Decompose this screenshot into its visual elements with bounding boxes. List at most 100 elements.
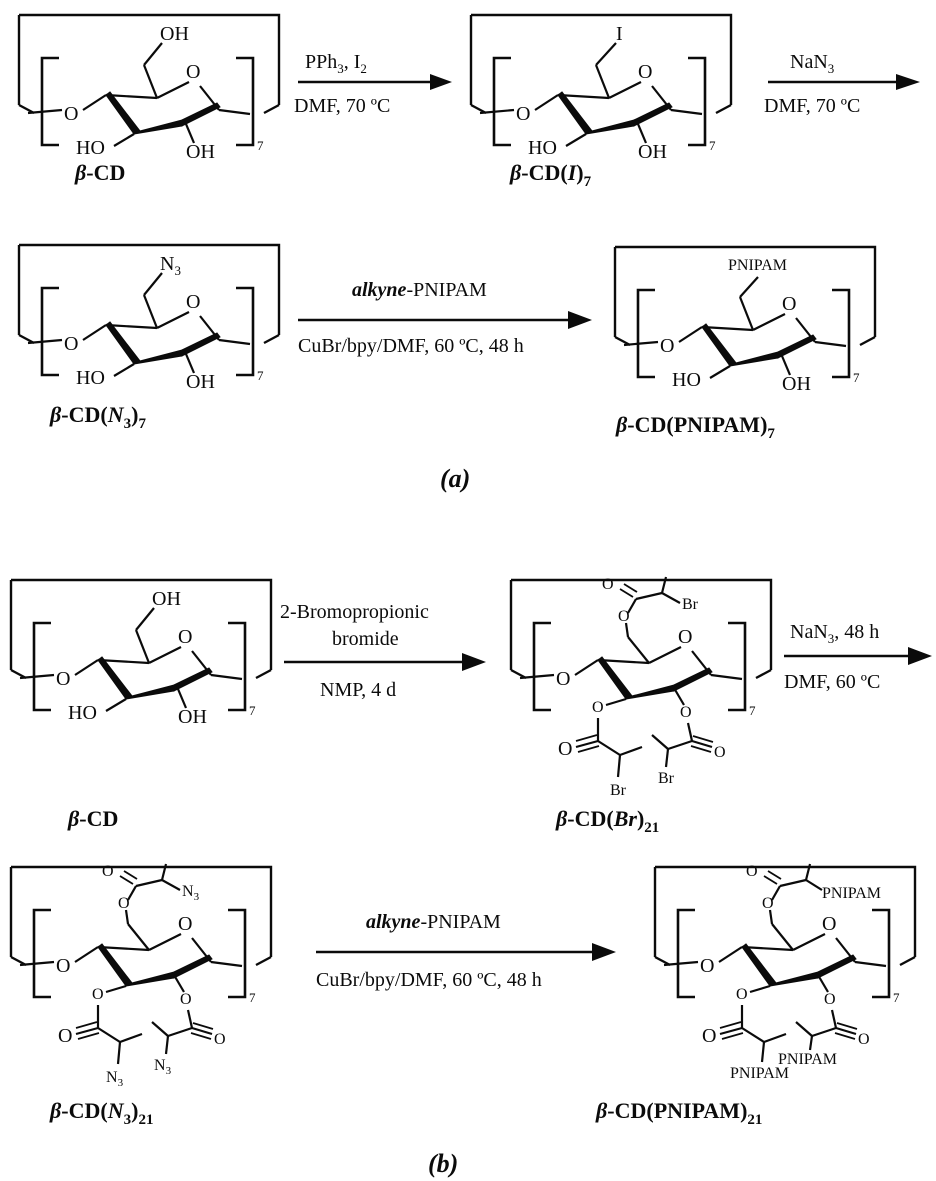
panel-a: 7 O O OH HO OH β-CD: [17, 13, 920, 493]
ring-bond-c5-o5: [608, 81, 642, 99]
ester-group-c6: O O PNIPAM: [746, 863, 881, 951]
ch-azide-bond: [164, 1035, 170, 1055]
ch-methyl-bond: [660, 576, 668, 594]
cmpd-n: N: [107, 1098, 125, 1123]
c6-azide-bond: [143, 272, 163, 296]
c2-oester-bond: [173, 974, 185, 993]
structure-bcd-PNIPAM7: 7 O O PNIPAM HO OH: [613, 245, 877, 395]
ring-bond-c5-o5: [148, 646, 182, 664]
ring-bond-o-c4: [82, 324, 107, 341]
c6-oester-bond: [624, 622, 630, 638]
svg-text:β-CD(N3)7: β-CD(N3)7: [49, 402, 146, 432]
ch-methyl-bond: [651, 734, 669, 750]
glycosidic-bond-right: [218, 338, 251, 346]
primary-hydroxyl-label: OH: [152, 588, 181, 610]
carbonyl-ch-bond: [97, 1027, 121, 1043]
glycosidic-bond-left: [663, 960, 699, 967]
c6-oester-bond: [124, 909, 130, 925]
glycosidic-oxygen-label: O: [660, 335, 674, 357]
oester-carbonyl-bond: [771, 885, 781, 901]
glycosidic-oxygen-label: O: [56, 955, 70, 977]
glycosidic-bond-right: [814, 340, 847, 348]
svg-text:β-CD(I)7: β-CD(I)7: [509, 160, 592, 190]
cmpd-beta: β: [555, 806, 568, 831]
ester-oxygen-label: O: [824, 991, 836, 1008]
panel-b: 7 O O OH HO OH β-CD 2-Bromopropionic: [9, 576, 932, 1178]
ester-group-c6: O O N3: [102, 863, 200, 951]
cmpd-cd: -CD: [607, 1098, 646, 1123]
left-bracket: [636, 288, 655, 379]
ch-methyl-bond: [795, 1021, 813, 1037]
cond-solvent-a1: DMF, 70 ºC: [294, 95, 390, 117]
structure-bcd-Br21: 7 O O O O Br: [509, 576, 773, 799]
compound-label-bcd-PNIPAM7: β-CD(PNIPAM)7: [615, 412, 775, 442]
cd-outer-box: [469, 13, 733, 105]
cmpd-beta: β: [595, 1098, 608, 1123]
structure-bcd-PNIPAM21: 7 O O O O PNIPAM: [653, 863, 917, 1082]
cond-nan3-sub: 3: [828, 631, 835, 646]
glycosidic-bond-left: [479, 108, 515, 115]
glycosidic-bond-right: [710, 673, 743, 681]
cmpd-beta: β: [67, 806, 80, 831]
c5-c6-bond: [127, 923, 150, 951]
compound-label-bcd-a1: β-CD: [74, 160, 125, 185]
repeat-subscript: 7: [257, 368, 264, 383]
c3-oh-bond: [113, 363, 135, 377]
glycosidic-oxygen-label: O: [64, 103, 78, 125]
c2-oh-bond: [184, 353, 196, 374]
glycosidic-bond-left: [623, 340, 659, 347]
cmpd-cd: -CD: [61, 402, 100, 427]
repeat-subscript: 7: [893, 990, 900, 1005]
secondary-hydroxyl-right-label: OH: [186, 141, 215, 163]
carbonyl-double-bond: [690, 735, 714, 753]
cmpd-beta: β: [49, 1098, 62, 1123]
bromine-label: Br: [682, 596, 699, 613]
bold-bond-c2-c1: [777, 334, 817, 359]
ester-oxygen-label: O: [92, 986, 104, 1003]
ester-group-c3: O O Br: [558, 697, 643, 799]
cmpd-n-sub: 3: [124, 416, 132, 432]
iodine-label: I: [616, 23, 623, 45]
ch-methyl-bond: [119, 1032, 143, 1044]
ch-azide-bond: [116, 1041, 122, 1065]
c3-oester-bond: [605, 697, 627, 707]
cmpd-paren-close: ): [131, 1098, 138, 1123]
structure-bcd-a1: 7 O O OH HO OH: [17, 13, 281, 163]
cond-solvent-b1: NMP, 4 d: [320, 679, 396, 701]
repeat-subscript: 7: [853, 370, 860, 385]
reaction-arrow-head: [896, 74, 920, 90]
cmpd-paren-open: (: [560, 160, 567, 185]
cmpd-br: Br: [613, 806, 638, 831]
glycosidic-oxygen-label: O: [700, 955, 714, 977]
svg-text:N3: N3: [182, 883, 200, 903]
cond-i2-a: , I: [344, 51, 361, 73]
cmpd-paren-open: (: [666, 412, 673, 437]
ester-oxygen-label: O: [762, 895, 774, 912]
cmpd-repeat: 7: [584, 174, 592, 190]
ch-polymer-bond: [808, 1035, 814, 1051]
structure-bcd-N3-7: 7 O O N3 HO OH: [17, 243, 281, 393]
right-bracket: [728, 621, 747, 712]
ester-group-c2: O O N3: [151, 974, 226, 1077]
cmpd-beta: β: [49, 402, 62, 427]
azide-sub-label: 3: [118, 1077, 124, 1089]
ring-bond-c4-c5: [741, 945, 794, 952]
ch-polymer-bond: [760, 1041, 766, 1063]
svg-text:alkyne-PNIPAM: alkyne-PNIPAM: [366, 911, 501, 933]
ring-bond-c4-c5: [105, 323, 158, 330]
reaction-arrow-head: [430, 74, 452, 90]
carbonyl-double-bond: [75, 1021, 100, 1040]
ester-group-c3: O O PNIPAM: [702, 984, 789, 1082]
arrow-b1: 2-Bromopropionic bromide NMP, 4 d: [280, 601, 486, 701]
svg-text:β-CD(PNIPAM)7: β-CD(PNIPAM)7: [615, 412, 775, 442]
glycosidic-oxygen-label: O: [56, 668, 70, 690]
cmpd-pnipam: PNIPAM: [674, 412, 761, 437]
carbonyl-oxygen-label: O: [214, 1031, 226, 1048]
glycosidic-bond-right: [670, 108, 703, 116]
left-bracket: [32, 908, 51, 999]
ring-bond-c5-o5: [792, 933, 826, 951]
repeat-subscript: 7: [709, 138, 716, 153]
glycosidic-bond-left: [27, 338, 63, 345]
carbonyl-double-bond: [619, 583, 638, 598]
pnipam-label: PNIPAM: [728, 257, 787, 274]
